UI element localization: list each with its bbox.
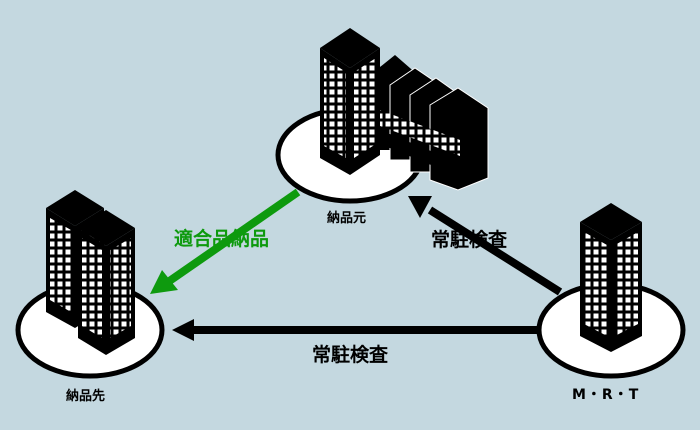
supplier-label: 納品元 [327, 211, 367, 226]
office-tower-icon [320, 28, 380, 175]
inspect-customer-label: 常駐検査 [312, 344, 389, 366]
inspect-customer-arrow [172, 319, 540, 341]
office-tower-icon [78, 210, 135, 355]
mrt-label: M・R・T [572, 387, 640, 403]
delivery-arrow [150, 188, 301, 294]
factory-icon [370, 55, 489, 191]
inspect-supplier-arrow [408, 196, 563, 296]
customer-node [15, 190, 165, 379]
mrt-node [536, 203, 686, 379]
office-tower-icon [580, 203, 642, 352]
customer-label: 納品先 [66, 389, 106, 404]
delivery-label: 適合品納品 [174, 228, 270, 250]
supplier-node [275, 28, 489, 204]
inspect-supplier-label: 常駐検査 [431, 229, 508, 251]
